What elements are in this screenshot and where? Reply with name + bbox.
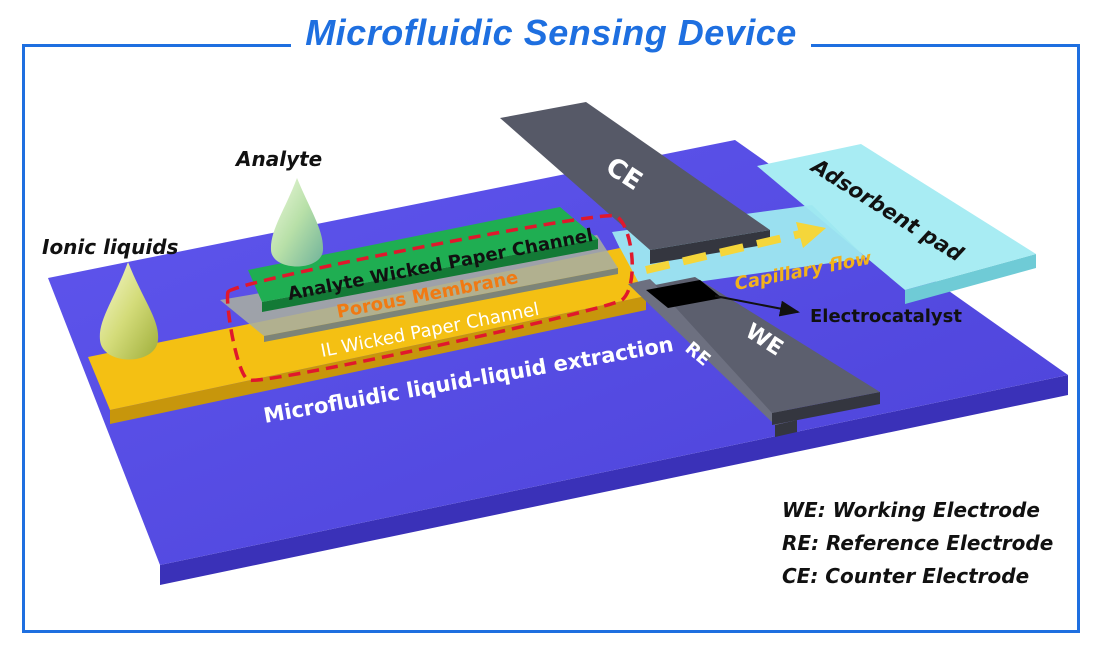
adsorbent-pad: [757, 144, 1036, 290]
analyte-channel-side: [262, 239, 598, 312]
capillary-flow-arrowhead: [796, 222, 826, 248]
porous-membrane-edge: [264, 268, 618, 342]
ce-electrode: [500, 102, 770, 250]
electrocatalyst-layer: [646, 280, 722, 308]
diagram-title-wrap: Microfluidic Sensing Device: [0, 10, 1102, 56]
ce-electrode-side: [650, 230, 770, 264]
diagram-title: Microfluidic Sensing Device: [291, 10, 811, 56]
we-electrode-side: [772, 392, 880, 425]
capillary-flow-arrow: [645, 230, 801, 274]
ionic-liquids-label: Ionic liquids: [42, 235, 179, 259]
substrate-side: [160, 375, 1068, 585]
legend-ce: CE: Counter Electrode: [782, 564, 1030, 588]
re-electrode-side: [775, 420, 797, 437]
analyte-label: Analyte: [234, 147, 322, 171]
adsorbent-pad-side: [905, 254, 1036, 304]
ionic-liquid-drop: [99, 262, 159, 360]
legend: WE: Working Electrode RE: Reference Elec…: [782, 494, 1053, 593]
we-electrode: [655, 277, 880, 413]
extraction-region-outline: [225, 213, 634, 383]
legend-we: WE: Working Electrode: [782, 498, 1040, 522]
electrocatalyst-pointer: [714, 295, 800, 317]
legend-re: RE: Reference Electrode: [782, 531, 1054, 555]
electrocatalyst-label: Electrocatalyst: [810, 306, 962, 327]
analyte-drop: [270, 178, 324, 267]
